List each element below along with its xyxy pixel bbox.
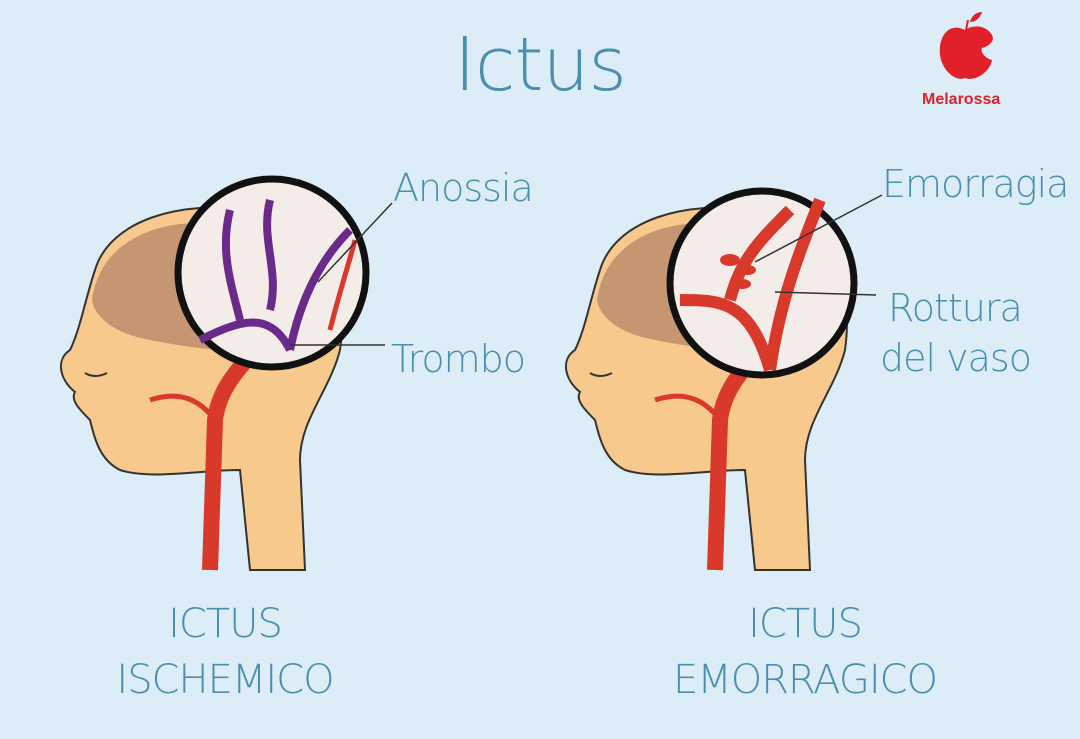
melarossa-logo-icon bbox=[939, 12, 993, 79]
head-ischemic bbox=[60, 175, 393, 571]
label-del-vaso: del vaso bbox=[880, 336, 1032, 380]
caption-ischemic-line2: ISCHEMICO bbox=[116, 657, 334, 703]
head-hemorrhagic bbox=[565, 187, 883, 571]
caption-ischemic: ICTUS ISCHEMICO bbox=[100, 596, 350, 708]
label-emorragia: Emorragia bbox=[882, 162, 1069, 206]
page-title: Ictus bbox=[454, 22, 627, 108]
logo-text: Melarossa bbox=[922, 91, 1001, 108]
label-rottura: Rottura bbox=[888, 286, 1023, 330]
caption-ischemic-line1: ICTUS bbox=[168, 601, 283, 647]
label-trombo: Trombo bbox=[391, 337, 526, 381]
caption-hemorrhagic-line1: ICTUS bbox=[748, 601, 863, 647]
caption-hemorrhagic: ICTUS EMORRAGICO bbox=[660, 596, 950, 708]
label-anossia: Anossia bbox=[393, 166, 534, 210]
caption-hemorrhagic-line2: EMORRAGICO bbox=[672, 657, 938, 703]
